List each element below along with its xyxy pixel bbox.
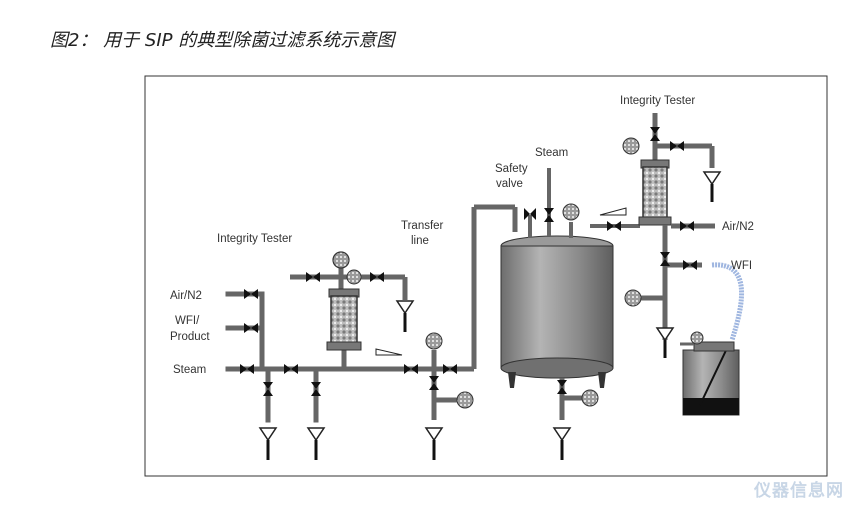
transfer-sample-gauge: [456, 391, 474, 409]
transfer-drain: [424, 427, 444, 442]
figure-caption: 图2： 用于 SIP 的典型除菌过滤系统示意图: [50, 30, 395, 51]
wfi-hose: [711, 262, 744, 341]
label-safety-valve-1: Safety: [495, 163, 528, 175]
watermark-logo: 仪器信息网: [754, 481, 844, 501]
tank-top-valves: [524, 208, 621, 231]
transfer-valves: [429, 364, 457, 390]
right-slope-indicator: [599, 207, 627, 216]
tank-top-gauge: [562, 203, 580, 221]
left-valves: [240, 289, 418, 396]
label-transfer-line-1: Transfer: [401, 220, 444, 232]
right-sample-gauge: [624, 289, 642, 307]
right-tester-funnel: [702, 171, 722, 186]
label-air-n2-right: Air/N2: [722, 221, 754, 233]
label-steam-top: Steam: [535, 147, 568, 159]
wfi-vessel: [680, 331, 740, 416]
label-steam-left: Steam: [173, 364, 206, 376]
left-vent-gauge: [346, 269, 362, 285]
label-wfi-product-1: WFI/: [175, 315, 200, 327]
diagram-frame: [144, 75, 828, 477]
left-tester-valves: [306, 272, 384, 282]
transfer-gauge: [425, 332, 443, 350]
right-filter-housing: [638, 113, 672, 340]
left-filter-housing: [326, 251, 362, 351]
label-integrity-tester-right: Integrity Tester: [620, 95, 695, 107]
left-drains: [258, 427, 326, 460]
tank-top-fittings: [528, 168, 640, 238]
right-vent-gauge: [622, 137, 640, 155]
label-wfi-right: WFI: [731, 260, 752, 272]
left-supply-lines: [225, 291, 423, 423]
left-tester-funnel: [395, 300, 415, 315]
label-transfer-line-2: line: [411, 235, 429, 247]
label-safety-valve-2: valve: [496, 178, 523, 190]
left-slope-indicator: [375, 348, 403, 356]
label-wfi-product-2: Product: [170, 331, 210, 343]
right-valves: [660, 141, 697, 270]
label-integrity-tester-left: Integrity Tester: [217, 233, 292, 245]
storage-tank: [500, 235, 614, 388]
tank-bottom-outlet: [552, 378, 599, 460]
label-air-n2-left: Air/N2: [170, 290, 202, 302]
right-drain: [655, 327, 675, 342]
